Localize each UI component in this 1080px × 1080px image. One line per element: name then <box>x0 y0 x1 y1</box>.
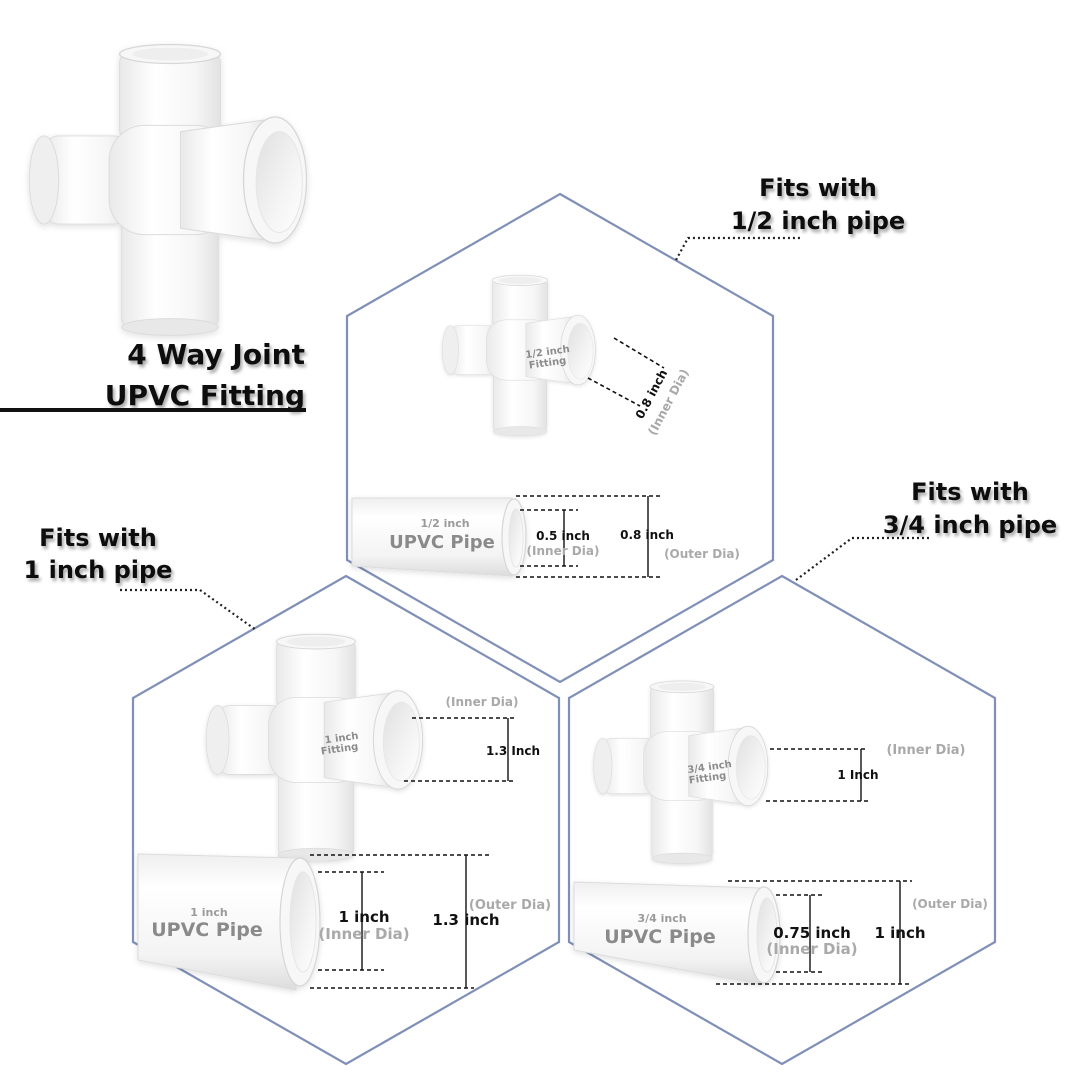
fitting-three-quarter-inner-value: 1 Inch <box>837 768 878 782</box>
callout-one-inch-line1: Fits with <box>39 524 157 552</box>
pipe-half-inch <box>351 497 527 577</box>
callout-three-quarter-line2: 3/4 inch pipe <box>883 511 1057 539</box>
hexagon-three-quarter-inch: Fits with 3/4 inch pipe 3/4 inch Fitting… <box>567 478 1057 1066</box>
fitting-one-inch-inner-note: (Inner Dia) <box>446 695 519 709</box>
callout-half-inch-line1: Fits with <box>759 174 877 202</box>
pipe-half-inch-inner-value: 0.5 inch <box>536 529 590 543</box>
callout-half-inch-line2: 1/2 inch pipe <box>731 207 905 235</box>
pipe-three-quarter-inner-note: (Inner Dia) <box>766 940 857 958</box>
pipe-half-inch-inner-note: (Inner Dia) <box>527 544 600 558</box>
fitting-three-quarter-label-line2: Fitting <box>688 770 727 786</box>
fitting-one-inch-label-line2: Fitting <box>320 741 359 757</box>
pipe-half-inch-outer-note: (Outer Dia) <box>664 547 740 561</box>
fitting-one-inch-inner-value: 1.3 Inch <box>486 744 540 758</box>
pipe-one-inch-size: 1 inch <box>190 906 227 919</box>
pipe-one-inch-outer-note: (Outer Dia) <box>469 898 551 913</box>
product-title-line1: 4 Way Joint <box>127 338 305 371</box>
fitting-half-inch-label-line2: Fitting <box>528 355 567 371</box>
pipe-three-quarter-outer-value: 1 inch <box>874 924 925 942</box>
fitting-one-inch-label-line1: 1 inch <box>324 731 359 747</box>
fitting-three-quarter-inner-note: (Inner Dia) <box>886 743 965 758</box>
pipe-three-quarter-inner-value: 0.75 inch <box>773 924 851 942</box>
pipe-half-inch-name: UPVC Pipe <box>389 532 495 553</box>
pipe-one-inch-inner-value: 1 inch <box>338 908 389 926</box>
pipe-three-quarter-name: UPVC Pipe <box>604 926 716 948</box>
dim-line <box>613 337 665 369</box>
callout-one-inch-line2: 1 inch pipe <box>24 556 173 584</box>
product-title-line2: UPVC Fitting <box>105 379 305 412</box>
pipe-one-inch-inner-note: (Inner Dia) <box>318 925 409 943</box>
pipe-three-quarter-outer-note: (Outer Dia) <box>912 897 988 911</box>
pipe-three-quarter-inch <box>573 881 781 985</box>
pipe-one-inch-outer-value: 1.3 inch <box>432 911 499 929</box>
pipe-one-inch-name: UPVC Pipe <box>151 919 263 941</box>
callout-three-quarter-line1: Fits with <box>911 478 1029 506</box>
pipe-half-inch-size: 1/2 inch <box>420 517 469 530</box>
pipe-one-inch <box>137 853 321 991</box>
dim-line <box>587 377 641 407</box>
pipe-three-quarter-size: 3/4 inch <box>637 912 686 925</box>
hexagon-one-inch: Fits with 1 inch pipe 1 inch Fitting (In… <box>24 524 561 1066</box>
product-hero-fitting <box>28 43 308 337</box>
pipe-half-inch-outer-value: 0.8 inch <box>620 528 674 542</box>
hexagon-half-inch: Fits with 1/2 inch pipe 1/2 inch Fitting… <box>345 174 905 684</box>
